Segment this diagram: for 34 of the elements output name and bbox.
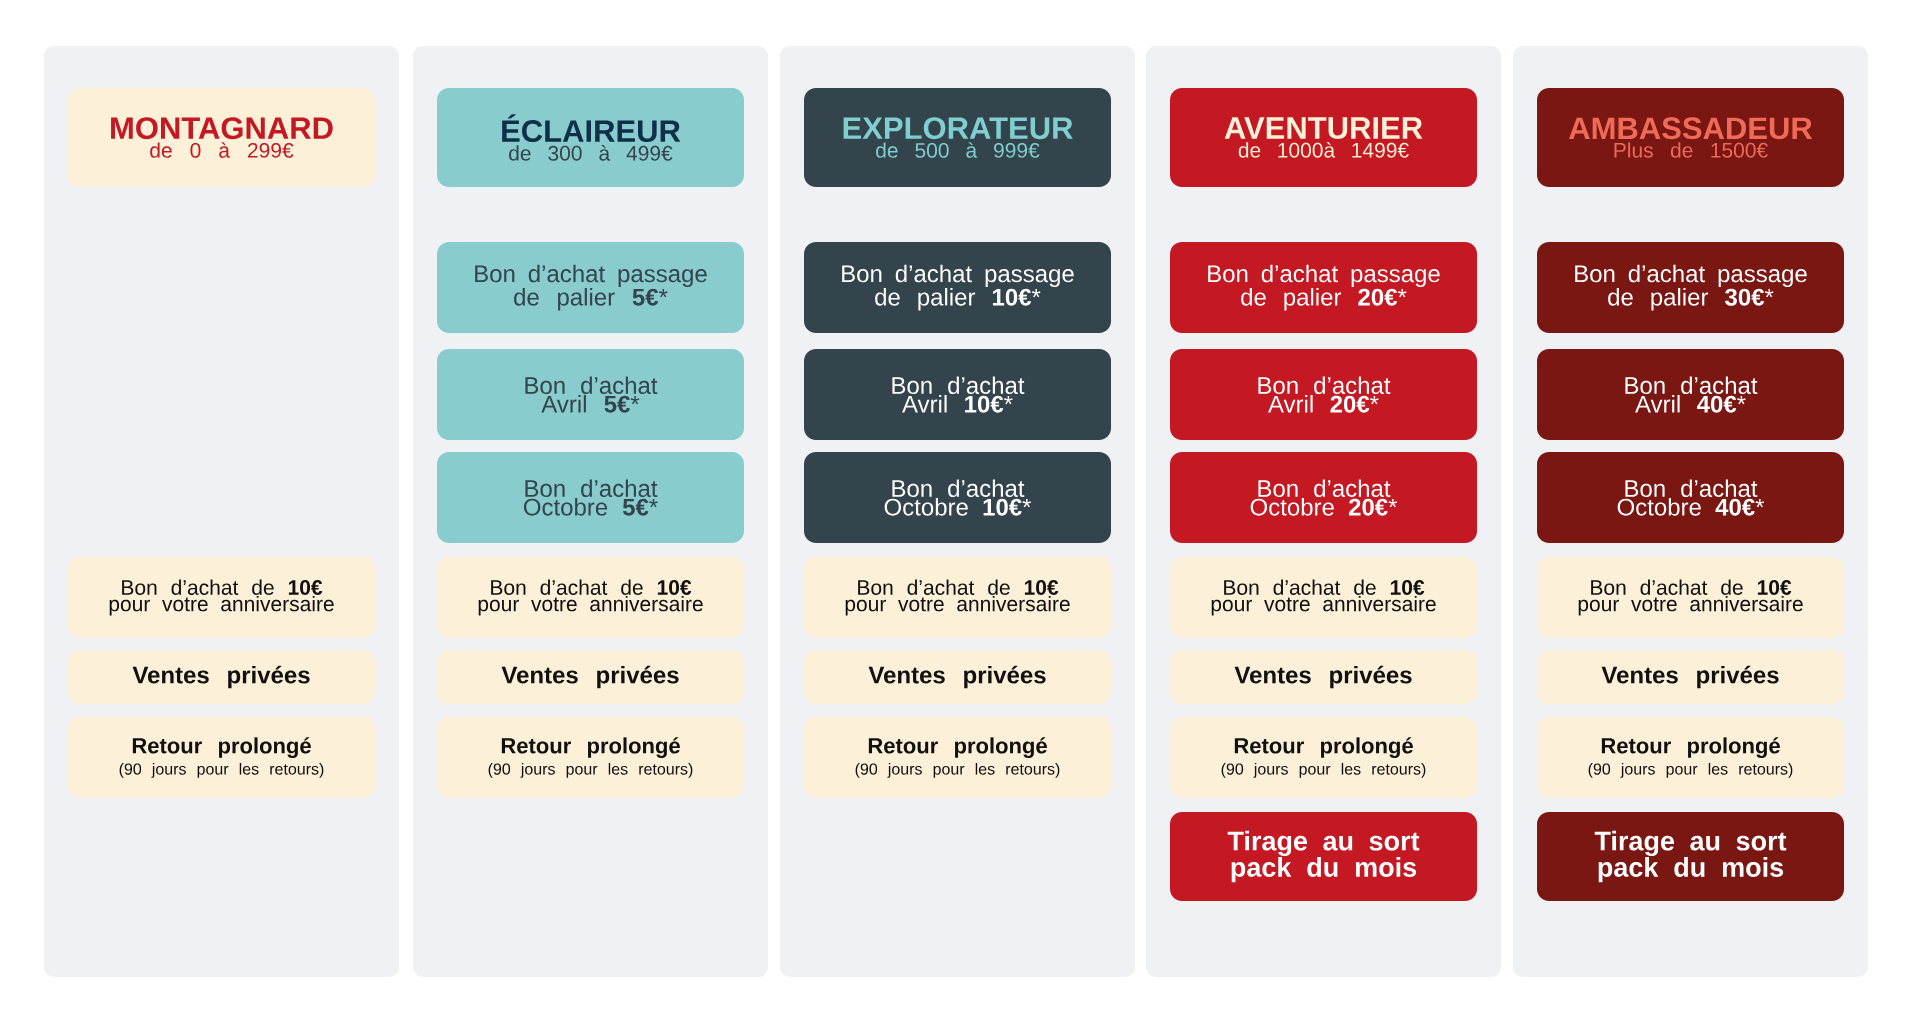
perk-box: Ventes privées <box>1170 650 1477 704</box>
perk-box: Ventes privées <box>437 650 744 704</box>
perk-box: Bon d’achat de 10€ pour votre anniversaire <box>1170 557 1477 638</box>
prize-box: Tirage au sort pack du mois <box>1537 812 1844 901</box>
voucher-box: Bon d’achat Avril 10€* <box>804 349 1111 440</box>
voucher-box: Bon d’achat Octobre 10€* <box>804 452 1111 543</box>
voucher-box: Bon d’achat passage de palier 10€* <box>804 242 1111 333</box>
tier-header: AVENTURIER de 1000à 1499€ <box>1170 88 1477 187</box>
voucher-box: Bon d’achat Avril 40€* <box>1537 349 1844 440</box>
voucher-box: Bon d’achat passage de palier 20€* <box>1170 242 1477 333</box>
voucher-box: Bon d’achat Avril 20€* <box>1170 349 1477 440</box>
perk-box: Ventes privées <box>68 650 375 704</box>
perk-box: Retour prolongé (90 jours pour les retours) <box>804 717 1111 798</box>
tier-header: EXPLORATEUR de 500 à 999€ <box>804 88 1111 187</box>
perk-box: Retour prolongé (90 jours pour les retours) <box>1170 717 1477 798</box>
perk-box: Bon d’achat de 10€ pour votre anniversaire <box>804 557 1111 638</box>
tier-header: AMBASSADEUR Plus de 1500€ <box>1537 88 1844 187</box>
tier-header: MONTAGNARD de 0 à 299€ <box>68 88 375 187</box>
perk-box: Bon d’achat de 10€ pour votre anniversaire <box>437 557 744 638</box>
perk-box: Retour prolongé (90 jours pour les retours) <box>437 717 744 798</box>
perk-box: Ventes privées <box>804 650 1111 704</box>
voucher-box: Bon d’achat Octobre 5€* <box>437 452 744 543</box>
voucher-box: Bon d’achat Avril 5€* <box>437 349 744 440</box>
perk-box: Retour prolongé (90 jours pour les retours) <box>1537 717 1844 798</box>
tier-header: ÉCLAIREUR de 300 à 499€ <box>437 88 744 187</box>
voucher-box: Bon d’achat Octobre 40€* <box>1537 452 1844 543</box>
prize-box: Tirage au sort pack du mois <box>1170 812 1477 901</box>
voucher-box: Bon d’achat passage de palier 30€* <box>1537 242 1844 333</box>
voucher-box: Bon d’achat Octobre 20€* <box>1170 452 1477 543</box>
perk-box: Retour prolongé (90 jours pour les retours) <box>68 717 375 798</box>
perk-box: Ventes privées <box>1537 650 1844 704</box>
perk-box: Bon d’achat de 10€ pour votre anniversaire <box>1537 557 1844 638</box>
perk-box: Bon d’achat de 10€ pour votre anniversaire <box>68 557 375 638</box>
voucher-box: Bon d’achat passage de palier 5€* <box>437 242 744 333</box>
